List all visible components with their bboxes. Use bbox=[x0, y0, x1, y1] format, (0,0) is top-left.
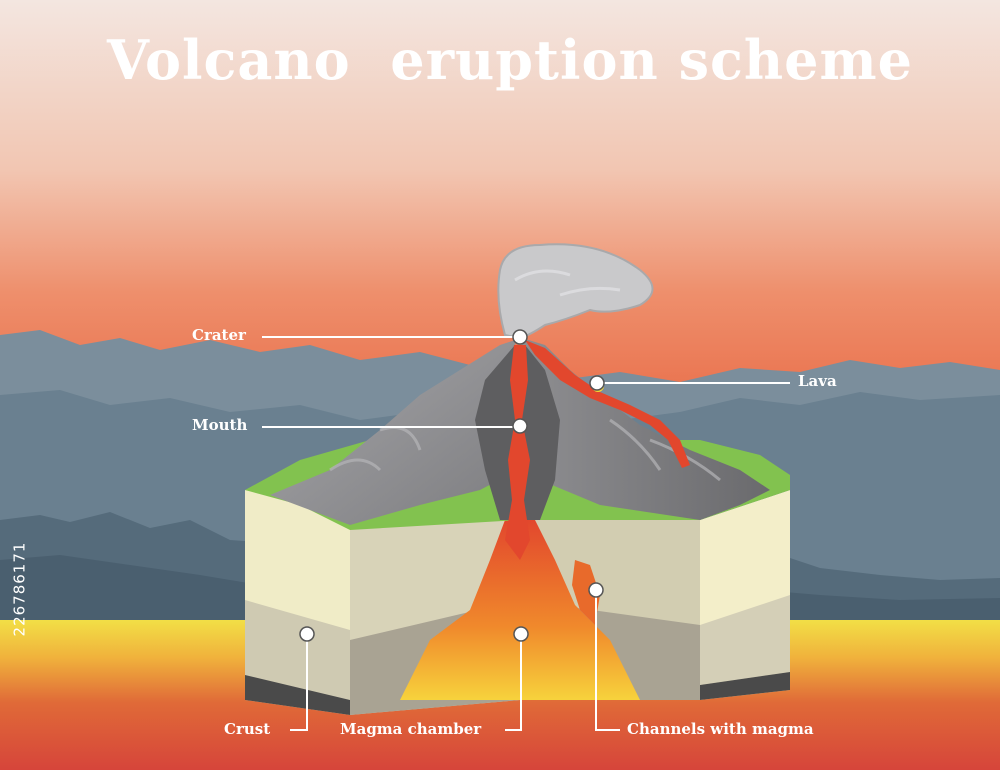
stock-id: 226786171 bbox=[10, 541, 29, 637]
magma-chamber bbox=[400, 520, 640, 700]
magma-side-channel bbox=[572, 560, 600, 625]
diagram-title: Volcano eruption scheme bbox=[107, 28, 913, 92]
crust-base-left bbox=[245, 648, 520, 715]
mouth-marker bbox=[512, 418, 528, 434]
crater-marker bbox=[512, 329, 528, 345]
label-mouth: Mouth bbox=[192, 416, 248, 434]
leader-lines bbox=[262, 336, 790, 731]
crust-marker bbox=[299, 626, 315, 642]
label-lava: Lava bbox=[798, 372, 837, 390]
magma-vent bbox=[505, 345, 530, 560]
label-channels-with-magma: Channels with magma bbox=[627, 720, 814, 738]
magma-chamber-marker bbox=[513, 626, 529, 642]
smoke-detail bbox=[514, 269, 621, 297]
label-crater: Crater bbox=[192, 326, 246, 344]
lava-flow bbox=[525, 340, 690, 468]
lava-marker bbox=[589, 375, 605, 391]
volcano-cone-left bbox=[270, 340, 518, 525]
label-markers bbox=[299, 329, 605, 642]
crust-base-right bbox=[520, 648, 790, 700]
label-magma-chamber: Magma chamber bbox=[340, 720, 482, 738]
channels-marker bbox=[588, 582, 604, 598]
cone-streaks bbox=[329, 418, 721, 482]
label-crust: Crust bbox=[224, 720, 271, 738]
